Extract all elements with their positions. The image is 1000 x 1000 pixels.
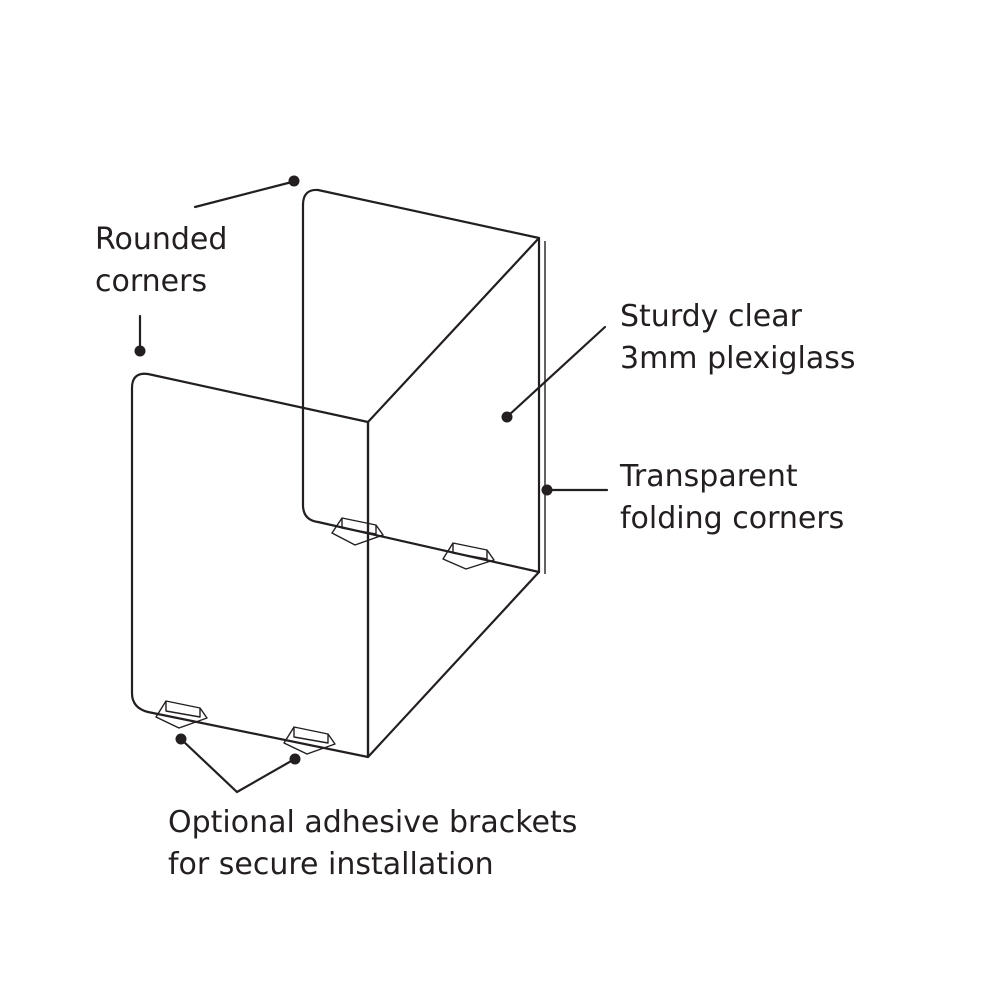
leader-rounded-corners-bottom [134, 314, 146, 357]
bracket-back-left [331, 517, 384, 546]
label-rounded-corners: Rounded corners [95, 222, 237, 299]
label-folding-corners: Transparent folding corners [619, 459, 844, 536]
front-panel [130, 372, 370, 759]
bracket-back-right [442, 542, 495, 570]
back-panel [301, 188, 541, 574]
leader-rounded-corners-top [193, 175, 300, 209]
side-panel [366, 236, 541, 759]
label-plexiglass: Sturdy clear 3mm plexiglass [620, 299, 856, 376]
bracket-front-right [283, 726, 336, 755]
leader-plexiglass [501, 325, 607, 423]
label-brackets: Optional adhesive brackets for secure in… [168, 805, 587, 882]
bracket-front-left [155, 700, 208, 729]
leader-folding-corners [541, 484, 609, 496]
leader-brackets [175, 733, 301, 794]
